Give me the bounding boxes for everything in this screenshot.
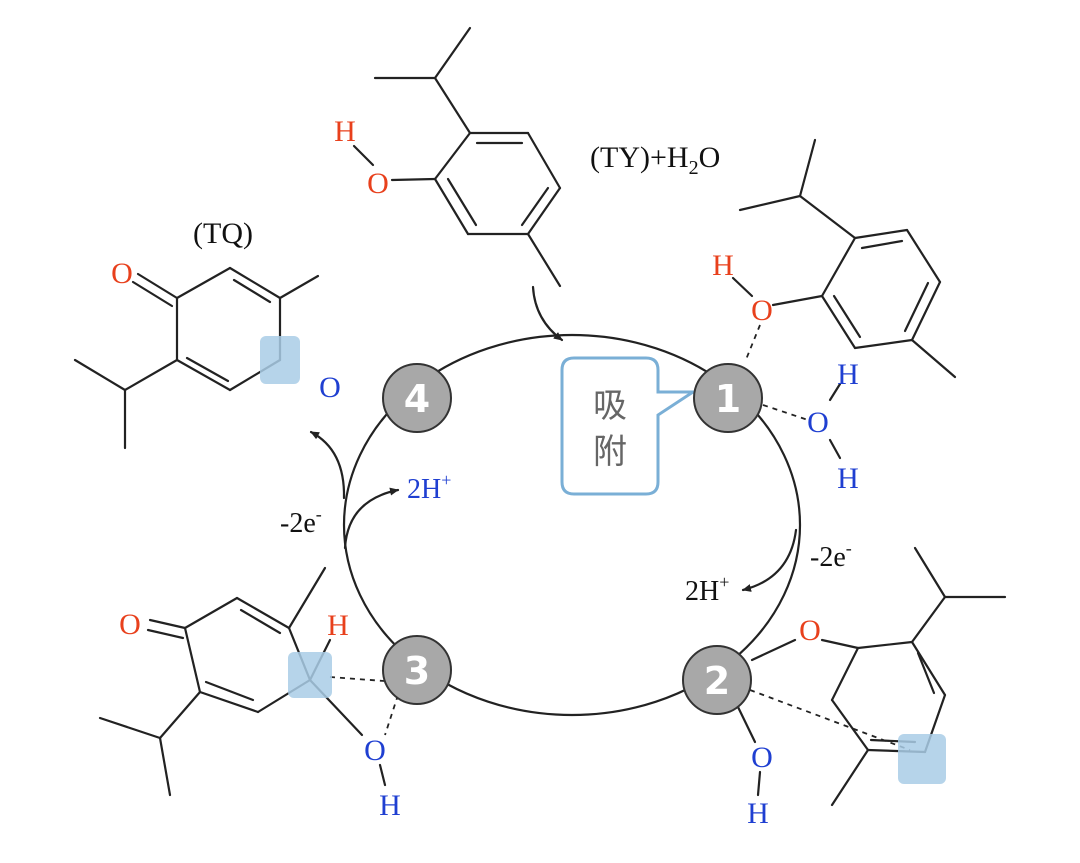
svg-text:3: 3 — [404, 649, 430, 693]
atom-o-left-carbonyl: O — [119, 608, 141, 641]
arrow-proton-top — [343, 487, 400, 550]
intermediate-molecule-left — [98, 566, 399, 797]
label-ty-water: (TY)+H2O — [590, 141, 720, 179]
reaction-cycle — [342, 333, 802, 717]
arrow-ty-in — [531, 285, 564, 342]
callout-text-line2: 附 — [593, 432, 627, 472]
thymoquinone-molecule — [73, 266, 320, 450]
site-node-4: 4 — [382, 363, 452, 433]
atom-h-right-hydroxyl: H — [747, 797, 769, 830]
thymol-molecule-right — [731, 138, 957, 460]
thymol-molecule-top — [352, 26, 562, 288]
atom-h-right-phenol: H — [712, 249, 734, 282]
atom-o-tq-right: O — [319, 371, 341, 404]
svg-text:1: 1 — [715, 377, 741, 421]
svg-text:4: 4 — [404, 377, 430, 421]
atom-h-top: H — [334, 115, 356, 148]
highlight-box-right — [898, 734, 946, 784]
svg-text:2: 2 — [704, 659, 730, 703]
callout-text-line1: 吸 — [593, 386, 627, 426]
site-node-3: 3 — [382, 635, 452, 705]
atom-h-water-bottom: H — [837, 462, 859, 495]
atom-o-left-hydroxyl: O — [364, 734, 386, 767]
atom-o-right-phenol: O — [751, 294, 773, 327]
label-electrons-left: -2e- — [280, 504, 322, 539]
atom-h-left: H — [327, 609, 349, 642]
atom-h-left-hydroxyl: H — [379, 789, 401, 822]
label-proton-right: 2H+ — [685, 572, 729, 607]
highlight-box-left — [288, 652, 332, 698]
arrow-proton-right — [741, 528, 798, 592]
label-electrons-right: -2e- — [810, 538, 852, 573]
atom-o-right-hydroxyl: O — [751, 741, 773, 774]
atom-o-top: O — [367, 167, 389, 200]
atom-h-water-top: H — [837, 358, 859, 391]
adsorption-callout — [560, 356, 699, 496]
label-proton-top: 2H+ — [407, 470, 451, 505]
atom-o-right-ether: O — [799, 614, 821, 647]
atom-o-tq-left: O — [111, 257, 133, 290]
label-tq: (TQ) — [193, 217, 253, 250]
atom-o-water: O — [807, 406, 829, 439]
arrow-tq-out — [309, 430, 346, 500]
highlight-box-tq — [260, 336, 300, 384]
site-node-2: 2 — [682, 645, 752, 715]
site-node-1: 1 — [693, 363, 763, 433]
intermediate-molecule-right — [736, 546, 1007, 807]
